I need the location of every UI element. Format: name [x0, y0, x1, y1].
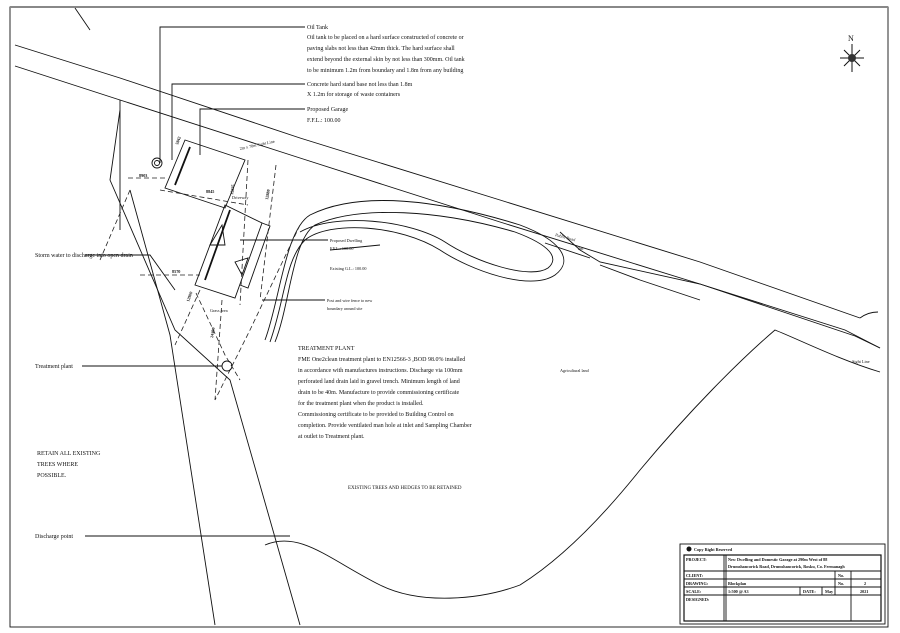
fence-label: Post and wire fence to new [327, 298, 372, 303]
treatment-plant-label: Treatment plant [35, 364, 73, 370]
svg-text:paving slabs not less than 42m: paving slabs not less than 42mm thick. T… [307, 45, 455, 52]
garage [151, 139, 246, 209]
site-boundary-west [109, 109, 301, 626]
fence-label: boundary around site [327, 306, 362, 311]
garage-note: Proposed Garage F.F.L.: 100.00 [307, 107, 348, 124]
svg-text:No.: No. [838, 581, 844, 586]
svg-text:completion. Provide ventilated: completion. Provide ventilated man hole … [298, 423, 472, 429]
storm-water-label: Storm water to discharge into open drain [35, 253, 133, 259]
svg-text:POSSIBLE.: POSSIBLE. [37, 473, 67, 479]
svg-text:Concrete hard stand base not l: Concrete hard stand base not less than 1… [307, 82, 413, 88]
svg-text:12900: 12900 [185, 291, 193, 303]
svg-text:May: May [825, 589, 834, 594]
svg-text:SCALE:: SCALE: [686, 589, 702, 594]
drawing-border [9, 6, 889, 628]
treatment-plant-symbol [221, 360, 233, 372]
copyright-icon [686, 546, 692, 552]
svg-text:2: 2 [864, 581, 866, 586]
hard-stand-note: Concrete hard stand base not less than 1… [307, 82, 413, 98]
svg-text:to be minimum 1.2m from bounda: to be minimum 1.2m from boundary and 1.8… [307, 67, 463, 74]
existing-trees-label: EXISTING TREES AND HEDGES TO BE RETAINED [348, 486, 462, 491]
hedge-line [329, 244, 701, 301]
dwelling-note: Proposed Dwelling F.F.L.: 100.00 Existin… [330, 238, 366, 271]
svg-text:TREATMENT PLANT: TREATMENT PLANT [298, 346, 355, 352]
svg-text:24400: 24400 [209, 327, 216, 338]
svg-text:PROJECT:: PROJECT: [686, 557, 707, 562]
svg-text:F.F.L.: 100.00: F.F.L.: 100.00 [330, 246, 353, 251]
svg-text:1:500 @ A3: 1:500 @ A3 [728, 589, 749, 594]
svg-text:Blockplan: Blockplan [728, 581, 747, 586]
svg-text:Proposed Dwelling: Proposed Dwelling [330, 238, 363, 243]
svg-text:No.: No. [838, 573, 844, 578]
svg-text:Existing G.L.: 100.00: Existing G.L.: 100.00 [330, 266, 366, 271]
title-block: Copy Right Reserved PROJECT: New Dwellin… [679, 543, 886, 625]
dimension-labels: 8903 5842 8845 12235 12880 8570 12900 24… [139, 136, 271, 338]
svg-text:8903: 8903 [139, 173, 147, 178]
svg-text:2021: 2021 [860, 589, 868, 594]
svg-text:TREES WHERE: TREES WHERE [37, 462, 78, 468]
svg-text:5842: 5842 [174, 136, 182, 146]
svg-text:drain to be 40m. Manufacture t: drain to be 40m. Manufacture to provide … [298, 389, 459, 396]
public-road-label: Public Road [555, 232, 577, 242]
svg-text:DESIGNED:: DESIGNED: [686, 597, 710, 602]
dimension-lines [99, 159, 301, 401]
agricultural-land-label: Agricultural land [560, 368, 590, 373]
field-boundary [74, 7, 121, 230]
svg-text:FME One2clean treatment plant: FME One2clean treatment plant to EN12566… [298, 357, 465, 363]
svg-text:N: N [848, 34, 854, 43]
svg-text:in accordance with manufacture: in accordance with manufactures instruct… [298, 367, 463, 374]
svg-text:X 1.2m for storage of waste co: X 1.2m for storage of waste containers [307, 91, 401, 98]
site-boundary-line [129, 189, 216, 626]
svg-text:at outlet to Treatment plant.: at outlet to Treatment plant. [298, 434, 365, 440]
dwelling [194, 204, 271, 299]
svg-text:F.F.L.: 100.00: F.F.L.: 100.00 [307, 118, 341, 124]
svg-text:Oil Tank: Oil Tank [307, 25, 328, 31]
svg-text:CLIENT:: CLIENT: [686, 573, 704, 578]
public-road [14, 44, 881, 349]
svg-text:8845: 8845 [206, 189, 214, 194]
leader-lines [82, 26, 328, 537]
svg-text:12235: 12235 [229, 184, 235, 195]
svg-text:New Dwelling and Domestic Gara: New Dwelling and Domestic Garage at 290m… [728, 557, 827, 562]
svg-text:8570: 8570 [172, 269, 180, 274]
grass-area-label: Grass area [210, 308, 228, 313]
treatment-plant-note: TREATMENT PLANT FME One2clean treatment … [298, 346, 472, 440]
svg-text:extend beyond the external ski: extend beyond the external skin by not l… [307, 57, 465, 63]
discharge-point-label: Discharge point [35, 534, 73, 540]
svg-text:Commissioning certificate to b: Commissioning certificate to be provided… [298, 411, 454, 418]
svg-text:Oil tank to be placed on a har: Oil tank to be placed on a hard surface … [307, 34, 464, 41]
oil-tank-note: Oil Tank Oil tank to be placed on a hard… [307, 25, 465, 74]
north-arrow-icon: N [840, 34, 864, 72]
agricultural-boundary [264, 329, 881, 599]
svg-text:DRAWING:: DRAWING: [686, 581, 709, 586]
sight-line-right-label: Sight Line [852, 359, 870, 364]
svg-text:12880: 12880 [264, 189, 271, 200]
svg-text:Drumshancorick Road, Drumshanc: Drumshancorick Road, Drumshancorick, Ros… [728, 564, 845, 569]
svg-text:Copy Right Reserved: Copy Right Reserved [694, 547, 733, 552]
svg-text:RETAIN ALL EXISTING: RETAIN ALL EXISTING [37, 451, 101, 457]
retain-trees-note: RETAIN ALL EXISTING TREES WHERE POSSIBLE… [37, 451, 101, 479]
svg-text:for the treatment plant when t: for the treatment plant when the product… [298, 400, 424, 407]
oil-tank-symbol [151, 157, 163, 169]
driveway-label: Driveway [232, 195, 249, 200]
svg-text:DATE:: DATE: [803, 589, 816, 594]
private-lane [264, 200, 565, 343]
road-width-label: 2m [578, 246, 584, 251]
svg-text:perforated land drain laid in: perforated land drain laid in gravel tre… [298, 378, 460, 385]
svg-text:Proposed Garage: Proposed Garage [307, 107, 348, 113]
